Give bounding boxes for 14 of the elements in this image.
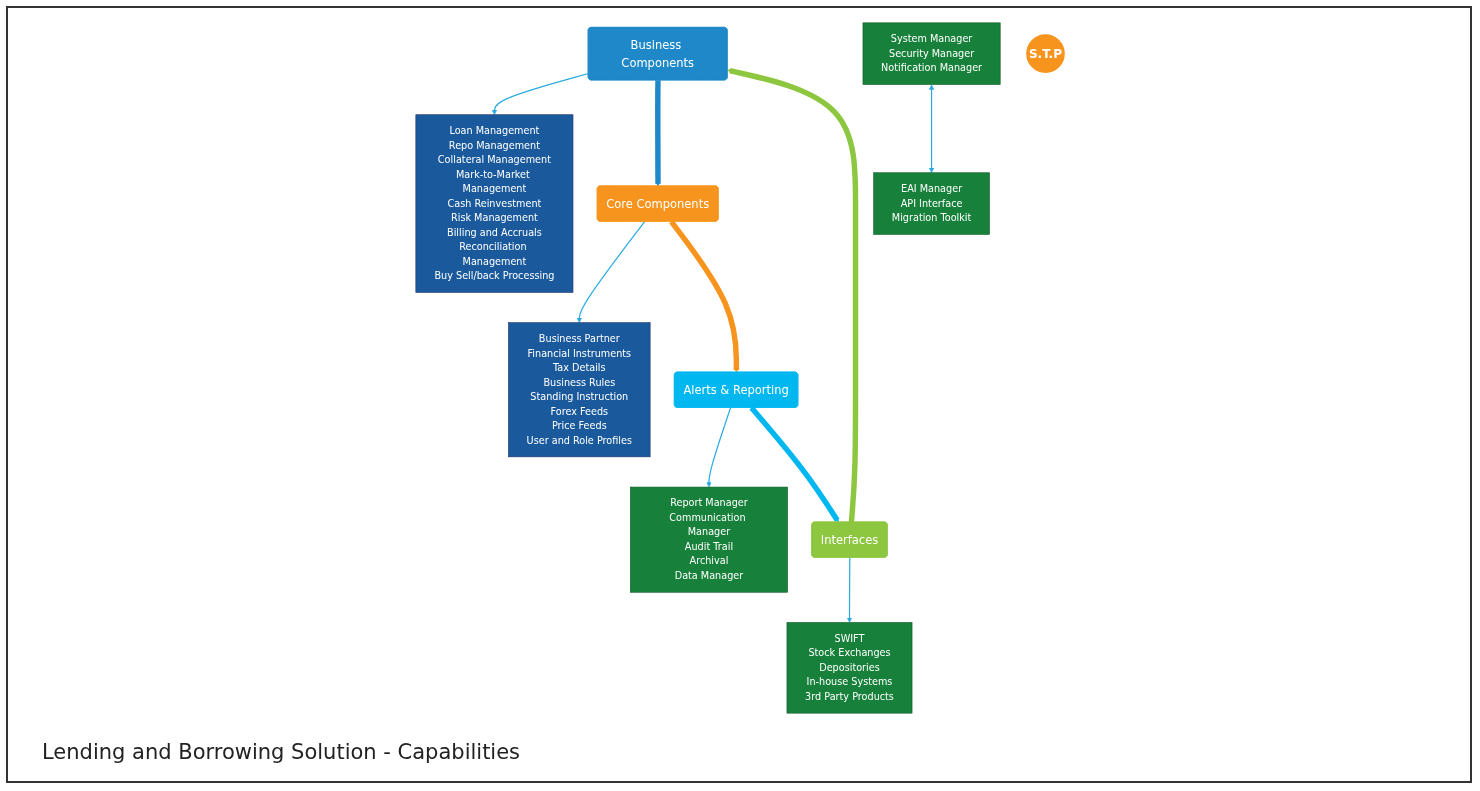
node-box: EAI Manager API Interface Migration Toolkit xyxy=(873,172,990,235)
node-box: Business Partner Financial Instruments Tax Details Business Rules Standing Instruction Forex Feeds Price Feeds User and Role Profiles xyxy=(507,322,651,458)
arrow xyxy=(846,557,852,623)
caption: Lending and Borrowing Solution - Capabilities xyxy=(42,740,521,764)
node-box: System Manager Security Manager Notification Manager xyxy=(862,22,1001,85)
arrow xyxy=(491,72,589,115)
arrow xyxy=(706,407,731,488)
arrow xyxy=(727,68,859,523)
node-box: Loan Management Repo Management Collateral Management Mark-to-Market Management Cash Reinvestment Risk Management Billing and Accruals Reconciliation Management Buy Sell/back Processing xyxy=(415,114,574,293)
arrow xyxy=(654,80,661,187)
node-box: SWIFT Stock Exchanges Depositories In-house Systems 3rd Party Products xyxy=(786,622,913,714)
node-box: Report Manager Communication Manager Audit Trail Archival Data Manager xyxy=(629,486,788,593)
arrow xyxy=(576,220,646,323)
arrow xyxy=(928,84,934,173)
